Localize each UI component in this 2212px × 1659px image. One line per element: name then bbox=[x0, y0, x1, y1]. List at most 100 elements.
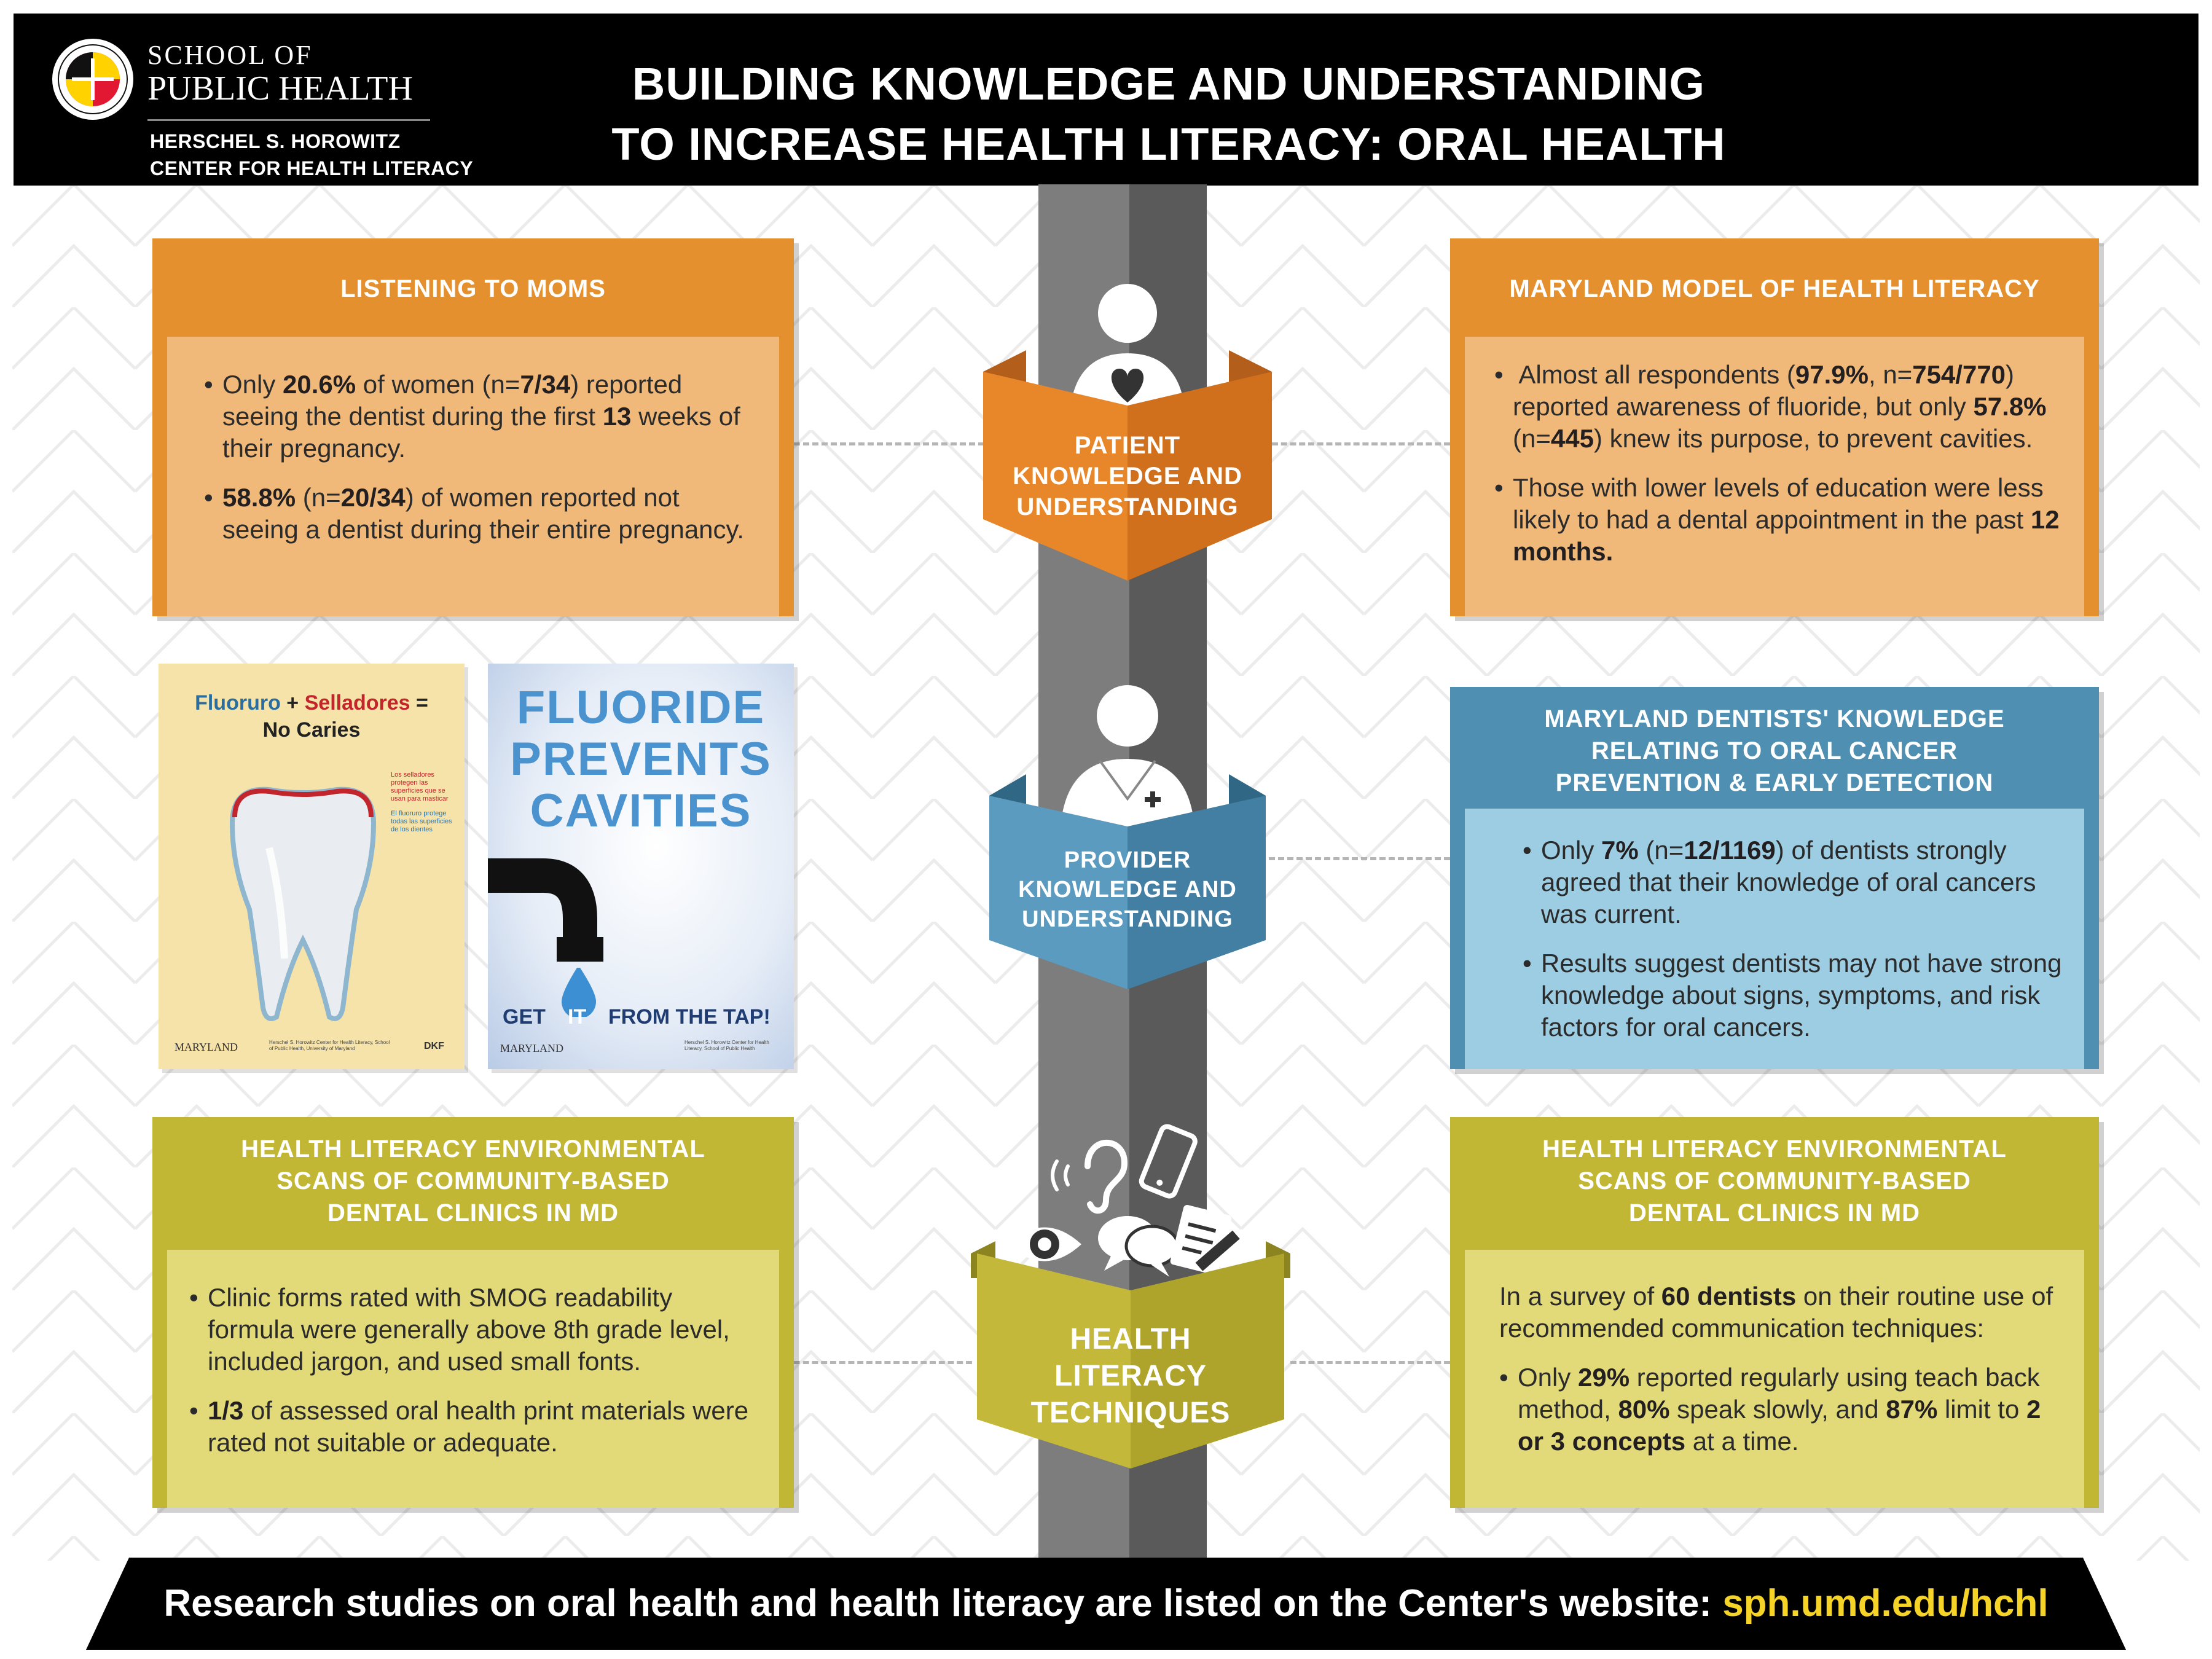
card-title-line1: HEALTH LITERACY ENVIRONMENTAL bbox=[241, 1135, 705, 1163]
environmental-scans-left-card: HEALTH LITERACY ENVIRONMENTAL SCANS OF C… bbox=[152, 1117, 794, 1508]
poster-subheadline: No Caries bbox=[262, 718, 361, 742]
connector-model bbox=[1272, 442, 1450, 445]
provider-hub-label: PROVIDER KNOWLEDGE AND UNDERSTANDING bbox=[995, 845, 1260, 934]
hub-label-line1: HEALTH bbox=[1070, 1323, 1191, 1355]
card-title: MARYLAND DENTISTS' KNOWLEDGE RELATING TO… bbox=[1450, 687, 2099, 799]
water-drop-icon bbox=[562, 968, 596, 1017]
hub-label-line2: LITERACY bbox=[1054, 1360, 1207, 1392]
bullet-dot: • bbox=[1523, 949, 1532, 978]
tagline-tap: FROM THE TAP! bbox=[608, 1005, 771, 1029]
hub-label-line2: KNOWLEDGE AND bbox=[1018, 877, 1237, 903]
hub-label-line3: TECHNIQUES bbox=[1030, 1397, 1231, 1429]
intro-text: In a survey of 60 dentists on their rout… bbox=[1499, 1282, 2053, 1343]
bullet-dot: • bbox=[189, 1396, 198, 1425]
card-body: •Only 7% (n=12/1169) of dentists strongl… bbox=[1523, 834, 2063, 1061]
page-title-line1: BUILDING KNOWLEDGE AND UNDERSTANDING bbox=[632, 58, 1706, 109]
bullet-dot: • bbox=[1523, 836, 1532, 865]
connector-scan-left bbox=[794, 1361, 972, 1364]
university-seal-logo bbox=[52, 39, 133, 120]
tagline-it: IT bbox=[568, 1005, 587, 1029]
card-title: HEALTH LITERACY ENVIRONMENTAL SCANS OF C… bbox=[152, 1117, 794, 1229]
listening-to-moms-card: LISTENING TO MOMS •Only 20.6% of women (… bbox=[152, 238, 794, 616]
faucet-icon bbox=[488, 858, 603, 1017]
card-body: In a survey of 60 dentists on their rout… bbox=[1499, 1281, 2065, 1475]
card-title: HEALTH LITERACY ENVIRONMENTAL SCANS OF C… bbox=[1450, 1117, 2099, 1229]
bullet-item: •Only 29% reported regularly using teach… bbox=[1499, 1363, 2041, 1456]
poster-headline-line3: CAVITIES bbox=[530, 785, 752, 837]
fluoride-note: El fluoruro protege todas las superficie… bbox=[391, 810, 452, 833]
footer-text: Research studies on oral health and heal… bbox=[86, 1558, 2126, 1650]
school-name-line1: SCHOOL OF bbox=[147, 40, 313, 70]
poster-headline: Fluoruro + Selladores = No Caries bbox=[159, 689, 465, 743]
bullet-item: •Results suggest dentists may not have s… bbox=[1523, 949, 2062, 1041]
poster-tag: DKF bbox=[424, 1041, 444, 1051]
center-name-line1: HERSCHEL S. HOROWITZ bbox=[150, 130, 401, 152]
university-logo: MARYLAND bbox=[175, 1041, 238, 1053]
card-title-line1: MARYLAND DENTISTS' KNOWLEDGE bbox=[1544, 705, 2005, 732]
footer-message: Research studies on oral health and heal… bbox=[163, 1582, 1723, 1625]
card-body-panel bbox=[1465, 809, 2084, 1069]
poster-headline-line2: PREVENTS bbox=[510, 733, 772, 785]
sealant-note: Los selladores protegen las superficies … bbox=[391, 771, 449, 802]
techniques-hub-label: HEALTH LITERACY TECHNIQUES bbox=[983, 1321, 1278, 1432]
speech-bubbles-icon bbox=[1098, 1216, 1180, 1277]
maryland-model-card: MARYLAND MODEL OF HEALTH LITERACY • Almo… bbox=[1450, 238, 2099, 616]
fluoride-prevents-cavities-poster: FLUORIDE PREVENTS CAVITIES GET IT FROM T… bbox=[488, 664, 794, 1069]
card-title: MARYLAND MODEL OF HEALTH LITERACY bbox=[1509, 275, 2040, 302]
bullet-item: •Those with lower levels of education we… bbox=[1494, 473, 2060, 566]
card-title-line2: RELATING TO ORAL CANCER bbox=[1591, 737, 1958, 764]
card-title-line2: SCANS OF COMMUNITY-BASED bbox=[276, 1167, 670, 1194]
techniques-hub-graphic bbox=[971, 1124, 1290, 1469]
bullet-dot: • bbox=[1494, 360, 1504, 389]
patient-hub-label: PATIENT KNOWLEDGE AND UNDERSTANDING bbox=[995, 430, 1260, 522]
bullet-item: •Only 20.6% of women (n=7/34) reported s… bbox=[204, 370, 740, 463]
page-title: BUILDING KNOWLEDGE AND UNDERSTANDING TO … bbox=[567, 54, 1771, 175]
tagline-get: GET bbox=[503, 1005, 546, 1029]
center-name: HERSCHEL S. HOROWITZ CENTER FOR HEALTH L… bbox=[150, 128, 473, 182]
hub-label-line3: UNDERSTANDING bbox=[1016, 493, 1239, 520]
card-title: LISTENING TO MOMS bbox=[340, 275, 606, 302]
bullet-item: • Almost all respondents (97.9%, n=754/7… bbox=[1494, 360, 2047, 453]
card-title-line3: DENTAL CLINICS IN MD bbox=[327, 1199, 619, 1226]
poster-fine-print: Herschel S. Horowitz Center for Health L… bbox=[269, 1040, 390, 1051]
logo-divider bbox=[147, 119, 430, 121]
header-bar: SCHOOL OF PUBLIC HEALTH HERSCHEL S. HORO… bbox=[14, 14, 2198, 186]
card-body-panel bbox=[1465, 337, 2084, 616]
eye-icon bbox=[1008, 1227, 1081, 1261]
bullet-dot: • bbox=[189, 1283, 198, 1312]
hub-label-line1: PROVIDER bbox=[1064, 847, 1191, 873]
card-body-panel bbox=[167, 1250, 779, 1508]
school-name: SCHOOL OF PUBLIC HEALTH bbox=[147, 42, 413, 106]
fluoruro-poster: Fluoruro + Selladores = No Caries Los se… bbox=[159, 664, 465, 1069]
patient-hub-graphic bbox=[983, 284, 1272, 581]
provider-hub-graphic bbox=[989, 685, 1266, 989]
hearing-icon bbox=[1051, 1139, 1128, 1214]
card-title-line2: SCANS OF COMMUNITY-BASED bbox=[1578, 1167, 1971, 1194]
university-logo: MARYLAND bbox=[500, 1042, 564, 1054]
bullet-item: •58.8% (n=20/34) of women reported not s… bbox=[204, 483, 745, 544]
footer-website-link[interactable]: sph.umd.edu/hchl bbox=[1722, 1582, 2049, 1625]
poster-headline-line1: FLUORIDE bbox=[516, 681, 766, 734]
card-body-panel bbox=[1465, 1250, 2084, 1508]
page-title-line2: TO INCREASE HEALTH LITERACY: ORAL HEALTH bbox=[611, 119, 1726, 170]
phone-icon bbox=[1139, 1124, 1198, 1199]
school-name-line2: PUBLIC HEALTH bbox=[147, 69, 413, 108]
form-pencil-icon bbox=[1170, 1204, 1240, 1275]
bullet-dot: • bbox=[204, 370, 213, 399]
card-title-line3: PREVENTION & EARLY DETECTION bbox=[1555, 769, 1994, 796]
bullet-item: •1/3 of assessed oral health print mater… bbox=[189, 1396, 749, 1457]
card-body: •Only 20.6% of women (n=7/34) reported s… bbox=[204, 369, 757, 563]
center-name-line2: CENTER FOR HEALTH LITERACY bbox=[150, 157, 474, 179]
tooth-icon bbox=[229, 786, 377, 1021]
card-body: • Almost all respondents (97.9%, n=754/7… bbox=[1494, 359, 2066, 585]
card-body-panel bbox=[167, 337, 779, 616]
poster-fine-print: Herschel S. Horowitz Center for Health L… bbox=[684, 1040, 769, 1051]
bullet-dot: • bbox=[204, 483, 213, 512]
hub-label-line3: UNDERSTANDING bbox=[1022, 906, 1233, 932]
hub-label-line1: PATIENT bbox=[1074, 432, 1181, 459]
connector-dentists bbox=[1260, 857, 1450, 860]
poster-headline: FLUORIDE PREVENTS CAVITIES bbox=[488, 682, 794, 837]
hub-label-line2: KNOWLEDGE AND bbox=[1013, 463, 1242, 490]
connector-scan-right bbox=[1290, 1361, 1450, 1364]
